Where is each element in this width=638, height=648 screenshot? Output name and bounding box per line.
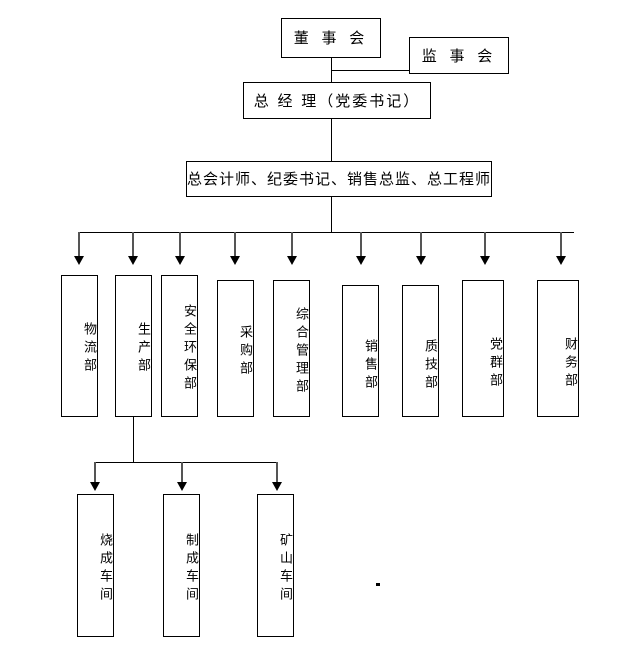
connector-workshop-stem-1 (94, 462, 96, 484)
connector-arrow-8 (480, 256, 490, 265)
node-department-party-affairs[interactable]: 党群部 (462, 280, 504, 417)
connector-drop-stem-4 (234, 232, 236, 258)
connector-board-to-gm (331, 58, 332, 82)
node-department-finance[interactable]: 财务部 (537, 280, 579, 417)
connector-workshop-arrow-1 (90, 482, 100, 491)
connector-gm-to-executives (331, 119, 332, 161)
node-department-production[interactable]: 生产部 (115, 275, 152, 417)
connector-arrow-4 (230, 256, 240, 265)
node-department-general-management-label: 综合管理部 (293, 306, 308, 397)
node-general-manager[interactable]: 总 经 理（党委书记） (243, 82, 431, 119)
node-workshop-mine-label: 矿山车间 (277, 532, 292, 605)
node-department-sales-label: 销售部 (362, 339, 377, 393)
connector-arrow-5 (287, 256, 297, 265)
connector-workshop-arrow-3 (272, 482, 282, 491)
node-general-manager-label: 总 经 理（党委书记） (253, 91, 421, 110)
node-department-purchasing[interactable]: 采购部 (217, 280, 254, 417)
connector-arrow-1 (74, 256, 84, 265)
connector-workshop-bus (95, 462, 278, 463)
connector-drop-stem-2 (132, 232, 134, 258)
node-executives[interactable]: 总会计师、纪委书记、销售总监、总工程师 (186, 161, 492, 197)
node-board-of-supervisors[interactable]: 监 事 会 (409, 37, 509, 74)
connector-drop-stem-7 (420, 232, 422, 258)
connector-workshop-stem-2 (181, 462, 183, 484)
connector-drop-stem-6 (360, 232, 362, 258)
node-department-production-label: 生产部 (135, 322, 150, 376)
node-workshop-mine[interactable]: 矿山车间 (257, 494, 294, 637)
node-workshop-calcination-label: 烧成车间 (97, 532, 112, 605)
connector-drop-stem-5 (291, 232, 293, 258)
connector-arrow-7 (416, 256, 426, 265)
node-department-sales[interactable]: 销售部 (342, 285, 379, 417)
connector-arrow-2 (128, 256, 138, 265)
node-department-logistics-label: 物流部 (81, 322, 96, 376)
node-workshop-calcination[interactable]: 烧成车间 (77, 494, 114, 637)
connector-drop-stem-3 (179, 232, 181, 258)
stray-mark (376, 583, 380, 586)
connector-workshop-stem-3 (276, 462, 278, 484)
connector-workshop-arrow-2 (177, 482, 187, 491)
node-workshop-manufacturing-label: 制成车间 (183, 532, 198, 605)
node-board-of-directors[interactable]: 董 事 会 (281, 18, 381, 58)
node-department-safety-environment-label: 安全环保部 (181, 304, 196, 394)
node-board-of-directors-label: 董 事 会 (293, 29, 369, 47)
connector-arrow-6 (356, 256, 366, 265)
node-department-purchasing-label: 采购部 (237, 324, 252, 379)
connector-executives-down (331, 197, 332, 233)
node-department-quality-technology-label: 质技部 (422, 339, 437, 393)
connector-arrow-9 (556, 256, 566, 265)
connector-drop-stem-9 (560, 232, 562, 258)
connector-arrow-3 (175, 256, 185, 265)
node-department-party-affairs-label: 党群部 (487, 336, 502, 391)
connector-department-bus (79, 232, 574, 233)
connector-drop-stem-1 (78, 232, 80, 258)
node-executives-label: 总会计师、纪委书记、销售总监、总工程师 (187, 170, 492, 188)
connector-production-down (133, 417, 134, 463)
node-workshop-manufacturing[interactable]: 制成车间 (163, 494, 200, 637)
connector-drop-stem-8 (484, 232, 486, 258)
node-department-safety-environment[interactable]: 安全环保部 (161, 275, 198, 417)
connector-board-to-supervisors (331, 70, 409, 71)
node-board-of-supervisors-label: 监 事 会 (421, 46, 497, 65)
node-department-quality-technology[interactable]: 质技部 (402, 285, 439, 417)
node-department-general-management[interactable]: 综合管理部 (273, 280, 310, 417)
node-department-finance-label: 财务部 (562, 336, 577, 391)
node-department-logistics[interactable]: 物流部 (61, 275, 98, 417)
